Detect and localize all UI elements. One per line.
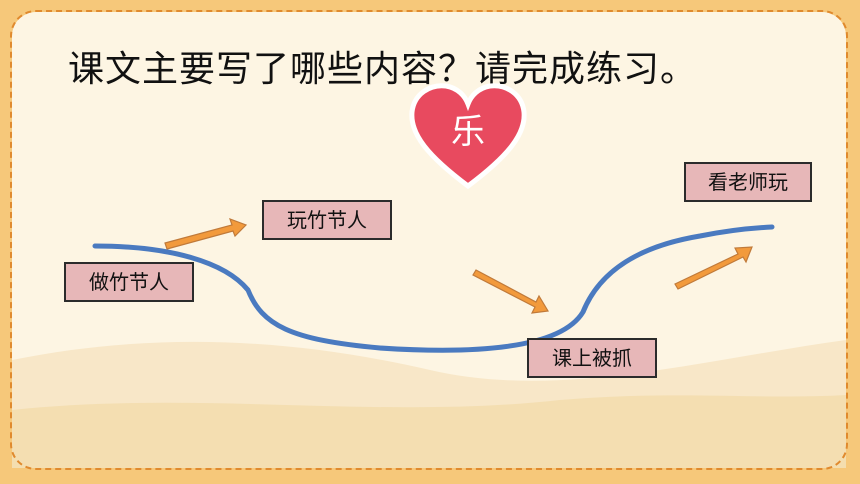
- step-watch-teacher-play: 看老师玩: [684, 162, 812, 202]
- arrow-to-play: [164, 217, 248, 250]
- emotion-curve: [92, 224, 775, 353]
- step-caught-in-class: 课上被抓: [527, 338, 657, 378]
- dashed-card-border: [10, 10, 848, 470]
- heart-icon: [409, 83, 527, 190]
- arrow-to-watch: [674, 246, 753, 290]
- step-make-bamboo-figure: 做竹节人: [64, 262, 194, 302]
- question-title: 课文主要写了哪些内容？请完成练习。: [68, 49, 698, 90]
- heart-label: 乐: [451, 112, 485, 152]
- step-play-bamboo-figure: 玩竹节人: [262, 200, 392, 240]
- arrow-to-caught: [472, 269, 549, 314]
